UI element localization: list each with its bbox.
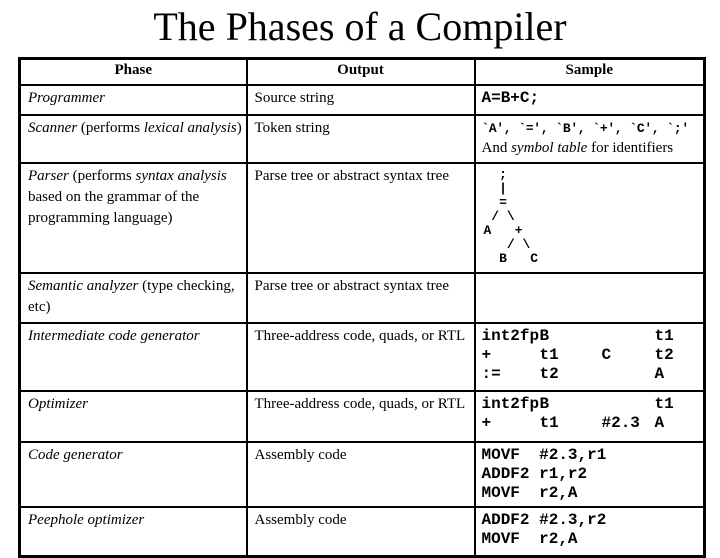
output-cell: Parse tree or abstract syntax tree: [245, 272, 476, 324]
sample-cell: MOVF #2.3,r1 ADDF2 r1,r2 MOVF r2,A: [473, 441, 706, 508]
phase-name: Scanner: [28, 120, 78, 136]
col-header-sample: Sample: [473, 57, 706, 86]
sample-cell: A=B+C;: [473, 84, 706, 116]
table-row: Scanner (performs lexical analysis) Toke…: [18, 114, 706, 164]
col-header-output: Output: [245, 57, 476, 86]
table-row: Semantic analyzer (type checking, etc) P…: [18, 272, 706, 324]
phase-name: Optimizer: [28, 396, 88, 412]
output-cell: Parse tree or abstract syntax tree: [245, 162, 476, 274]
phase-cell: Semantic analyzer (type checking, etc): [18, 272, 248, 324]
phase-cell: Scanner (performs lexical analysis): [18, 114, 248, 164]
sample-cell: `A', `=', `B', `+', `C', `;' And symbol …: [473, 114, 706, 164]
table-row: Code generator Assembly code MOVF #2.3,r…: [18, 441, 706, 508]
output-cell: Source string: [245, 84, 476, 116]
phase-name: Semantic analyzer: [28, 278, 139, 294]
table-row: Programmer Source string A=B+C;: [18, 84, 706, 116]
page-title: The Phases of a Compiler: [153, 4, 567, 49]
table-row: Intermediate code generator Three-addres…: [18, 322, 706, 392]
phase-cell: Peephole optimizer: [18, 506, 248, 558]
table-row: Parser (performs syntax analysis based o…: [18, 162, 706, 274]
phase-cell: Optimizer: [18, 390, 248, 443]
table-row: Peephole optimizer Assembly code ADDF2 #…: [18, 506, 706, 558]
sample-cell: ADDF2 #2.3,r2 MOVF r2,A: [473, 506, 706, 558]
header-row: Phase Output Sample: [18, 57, 706, 86]
output-cell: Assembly code: [245, 441, 476, 508]
phase-name: Peephole optimizer: [28, 512, 145, 528]
phase-cell: Parser (performs syntax analysis based o…: [18, 162, 248, 274]
phase-cell: Programmer: [18, 84, 248, 116]
assembly-code: ADDF2 #2.3,r2 MOVF r2,A: [481, 511, 607, 548]
output-cell: Assembly code: [245, 506, 476, 558]
source-string-code: A=B+C;: [481, 89, 540, 107]
token-string: `A', `=', `B', `+', `C', `;': [481, 121, 690, 136]
sample-cell-empty: [473, 272, 706, 324]
parse-tree-ascii: ; | = / \ A + / \ B C: [483, 167, 539, 266]
output-cell: Three-address code, quads, or RTL: [245, 322, 476, 392]
phase-name: Intermediate code generator: [28, 328, 200, 344]
phase-cell: Intermediate code generator: [18, 322, 248, 392]
symbol-table-note: And symbol table for identifiers: [481, 140, 674, 156]
phase-name: Code generator: [28, 447, 123, 463]
phase-cell: Code generator: [18, 441, 248, 508]
col-header-phase: Phase: [18, 57, 248, 86]
phase-name: Parser: [28, 168, 69, 184]
table-row: Optimizer Three-address code, quads, or …: [18, 390, 706, 443]
output-cell: Token string: [245, 114, 476, 164]
sample-cell: ; | = / \ A + / \ B C: [473, 162, 706, 274]
assembly-code: MOVF #2.3,r1 ADDF2 r1,r2 MOVF r2,A: [481, 446, 607, 502]
output-cell: Three-address code, quads, or RTL: [245, 390, 476, 443]
phase-name: Programmer: [28, 90, 105, 106]
compiler-phases-table: Phase Output Sample Programmer Source st…: [18, 57, 706, 558]
